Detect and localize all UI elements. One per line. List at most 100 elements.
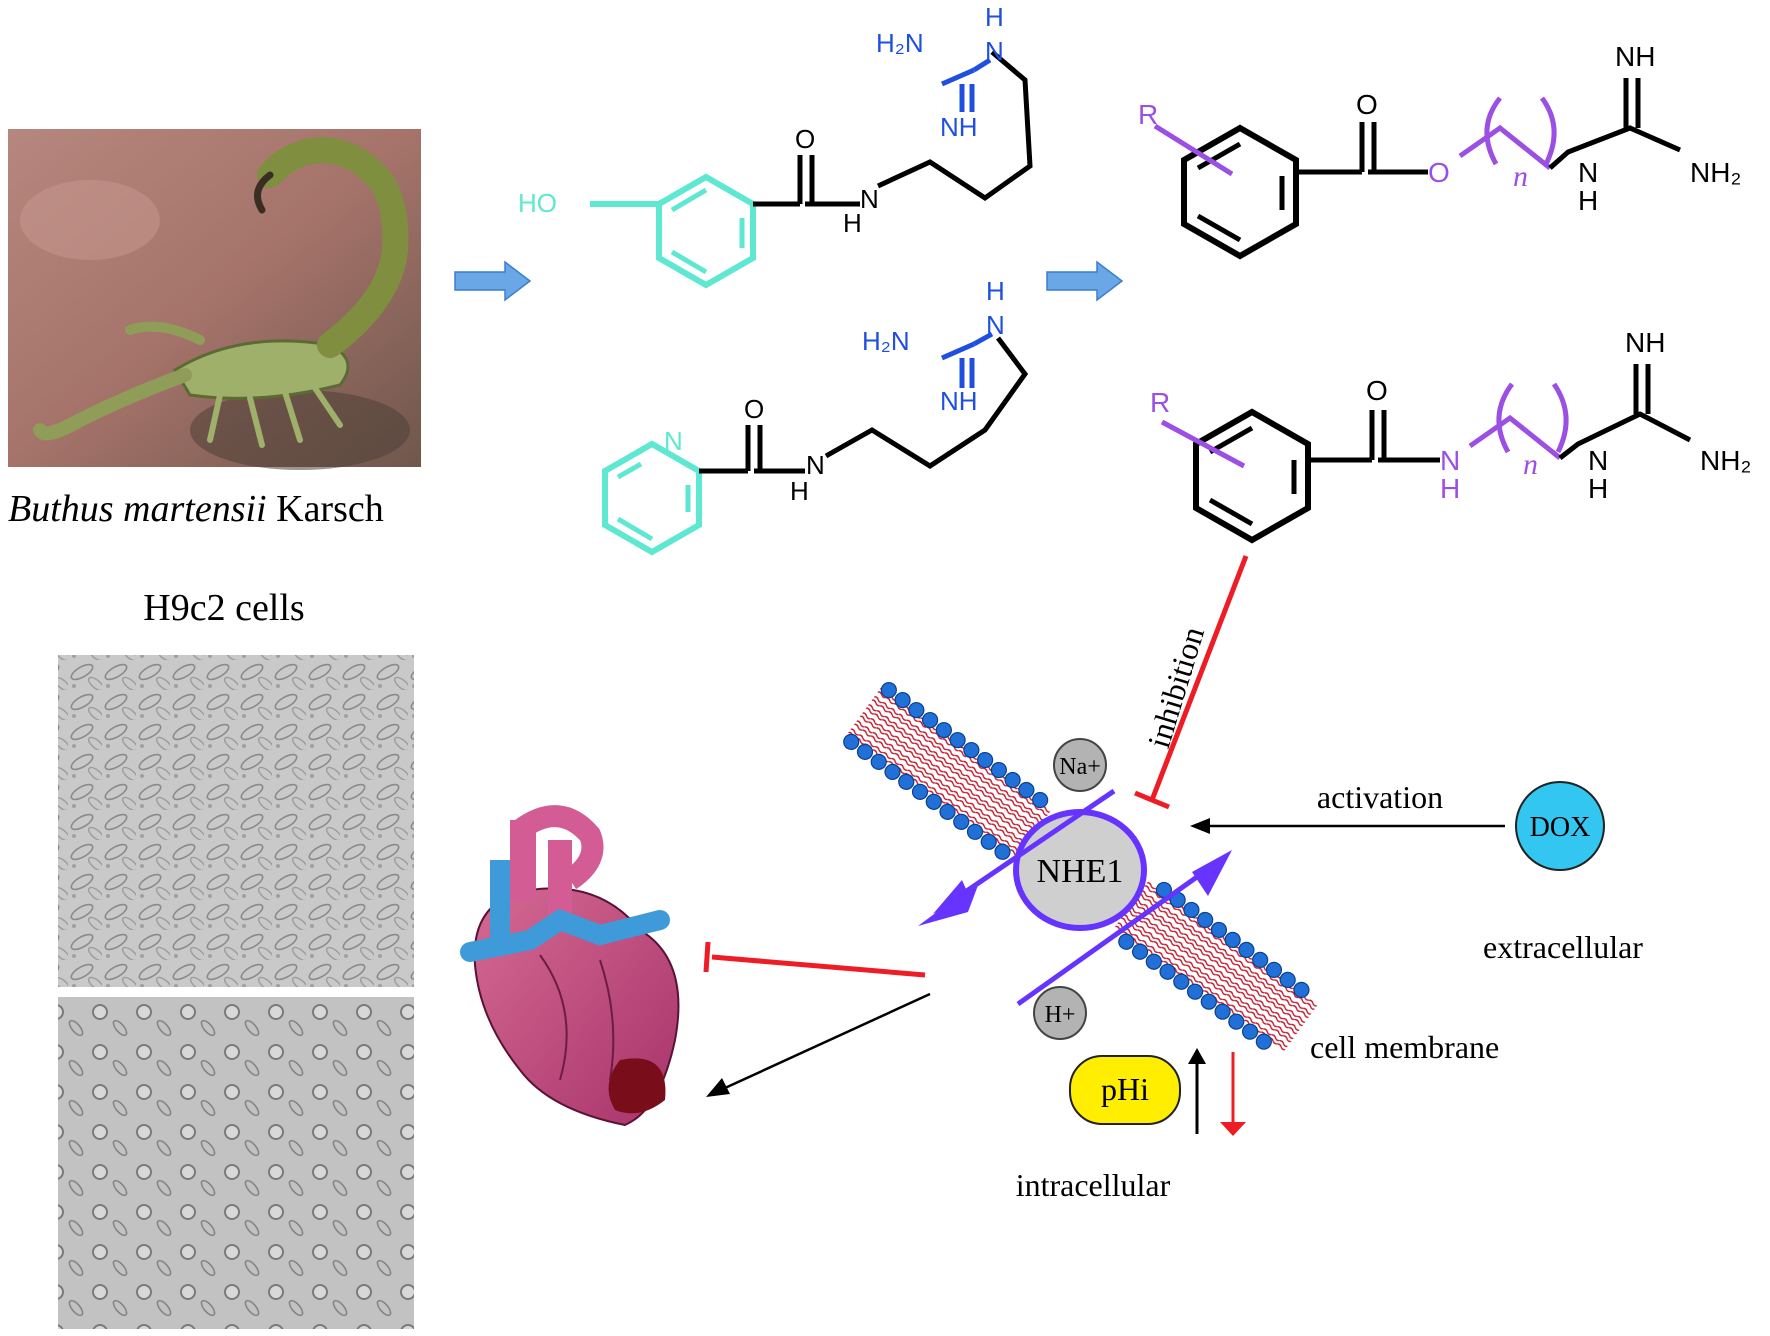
phi-up-arrowhead [1188, 1048, 1206, 1064]
phospholipid-head [1159, 963, 1176, 980]
activation-label: activation [1317, 779, 1443, 815]
phospholipid-head [843, 733, 860, 750]
heart-inhibition-line [711, 954, 926, 978]
phospholipid-head [980, 833, 997, 850]
species-authority: Karsch [276, 488, 384, 530]
mol1-amide-n-label: N [860, 184, 879, 214]
nhe1-label: NHE1 [1037, 853, 1124, 890]
phospholipid-head [1197, 911, 1214, 929]
phospholipid-head [949, 731, 966, 749]
phospholipid-head [911, 783, 929, 800]
h-flux-arrowhead [1192, 850, 1232, 896]
block-arrow-right-2 [1046, 260, 1124, 302]
mol2-guanidine-h-label: H [986, 276, 1005, 306]
heart-inhibition-bar [703, 941, 711, 973]
phospholipid-head [1214, 1003, 1231, 1020]
phospholipid-head [880, 682, 897, 699]
mol1-h2n-label: H₂N [876, 28, 924, 58]
phospholipid-head [1183, 901, 1200, 919]
species-label: Buthus martensii Karsch [8, 488, 384, 530]
intracellular-label: intracellular [1016, 1167, 1171, 1203]
mol2-amide-n-label: N [806, 450, 825, 480]
mol3-carbonyl-o-label: O [1356, 89, 1378, 120]
phospholipid-head [1145, 953, 1162, 970]
phospholipid-head [1228, 1013, 1245, 1030]
phospholipid-head [898, 773, 915, 790]
molecule-4: R O N H n NH N H NH₂ [1150, 327, 1751, 544]
phospholipid-head [935, 721, 952, 739]
mol4-r-label: R [1150, 387, 1170, 418]
phospholipid-head [870, 753, 887, 770]
phospholipid-head [1004, 771, 1021, 789]
block-arrow-right-1 [454, 260, 532, 302]
mol1-carbonyl-o-label: O [795, 124, 815, 154]
species-name-italic: Buthus martensii [8, 488, 267, 530]
phospholipid-head [894, 692, 911, 709]
cells-label: H9c2 cells [143, 587, 304, 629]
mol4-amide-h-label: H [1440, 473, 1460, 504]
mol3-r-label: R [1138, 99, 1158, 130]
mol1-amide-h-label: H [843, 208, 862, 238]
phospholipid-head [884, 763, 901, 780]
cells-micrograph-top [58, 655, 414, 987]
phospholipid-head [966, 823, 984, 840]
mol3-nh2-label: NH₂ [1690, 157, 1741, 188]
h-flux-line [1016, 859, 1220, 1007]
mol3-imine-nh-label: NH [1615, 41, 1655, 72]
mol2-guanidine-n-label: N [986, 310, 1005, 340]
molecule-1: HO O N H H₂N N H NH [518, 2, 1033, 289]
h-label: H+ [1045, 1002, 1076, 1028]
heart-damage-arrow [724, 992, 931, 1090]
phospholipid-head [1252, 951, 1269, 969]
phospholipid-head [1173, 973, 1190, 990]
mol2-carbonyl-o-label: O [744, 394, 764, 424]
mol3-guanidine-n-label: N [1578, 157, 1598, 188]
mol4-imine-nh-label: NH [1625, 327, 1665, 358]
phospholipid-head [953, 813, 970, 830]
phospholipid-head [1118, 933, 1135, 950]
dox-node [1515, 781, 1605, 871]
na-label: Na+ [1059, 754, 1101, 780]
na-flux-arrowhead-outer [918, 880, 980, 926]
scorpion-photo [8, 129, 421, 470]
molecule-2: N O N H H₂N N H NH [602, 276, 1029, 556]
phospholipid-head [1210, 921, 1228, 939]
cell-membrane-label: cell membrane [1310, 1029, 1499, 1065]
phospholipid-head [994, 843, 1011, 860]
inhibition-bar [1134, 790, 1170, 810]
phospholipid-head [1279, 971, 1296, 988]
phospholipid-head [856, 743, 874, 760]
phospholipid-head [1265, 961, 1283, 978]
mol2-amide-h-label: H [790, 476, 809, 506]
phospholipid-head [1186, 983, 1204, 1000]
phospholipid-head [977, 751, 994, 769]
extracellular-label: extracellular [1483, 929, 1643, 965]
phospholipid-head [1200, 993, 1217, 1010]
inhibition-line [1149, 555, 1249, 801]
phospholipid-head [908, 701, 925, 719]
phospholipid-head [925, 793, 942, 810]
mol4-n-subscript-label: n [1523, 448, 1538, 481]
mol2-pyridine-n-label: N [664, 426, 683, 456]
phi-down-arrowhead [1220, 1122, 1246, 1136]
mol1-guanidine-h-label: H [985, 2, 1004, 32]
mol2-h2n-label: H₂N [862, 326, 910, 356]
phospholipid-head [1018, 781, 1035, 799]
phospholipid-head [990, 761, 1007, 779]
mol4-guanidine-h-label: H [1588, 473, 1608, 504]
na-flux-arrowhead [933, 880, 970, 914]
inhibition-label: inhibition [1140, 623, 1211, 753]
phospholipid-head [963, 741, 980, 759]
mol3-ester-o-label: O [1428, 157, 1450, 188]
mol1-guanidine-n-label: N [985, 36, 1004, 66]
phospholipid-head [922, 711, 939, 729]
h-ion [1033, 986, 1087, 1040]
mol2-imine-nh-label: NH [940, 386, 978, 416]
mol4-guanidine-n-label: N [1588, 445, 1608, 476]
phospholipid-head [1032, 791, 1049, 809]
heart-damage-arrowhead [706, 1078, 730, 1097]
phospholipid-head [1241, 1023, 1259, 1040]
heart-illustration [460, 805, 680, 1127]
